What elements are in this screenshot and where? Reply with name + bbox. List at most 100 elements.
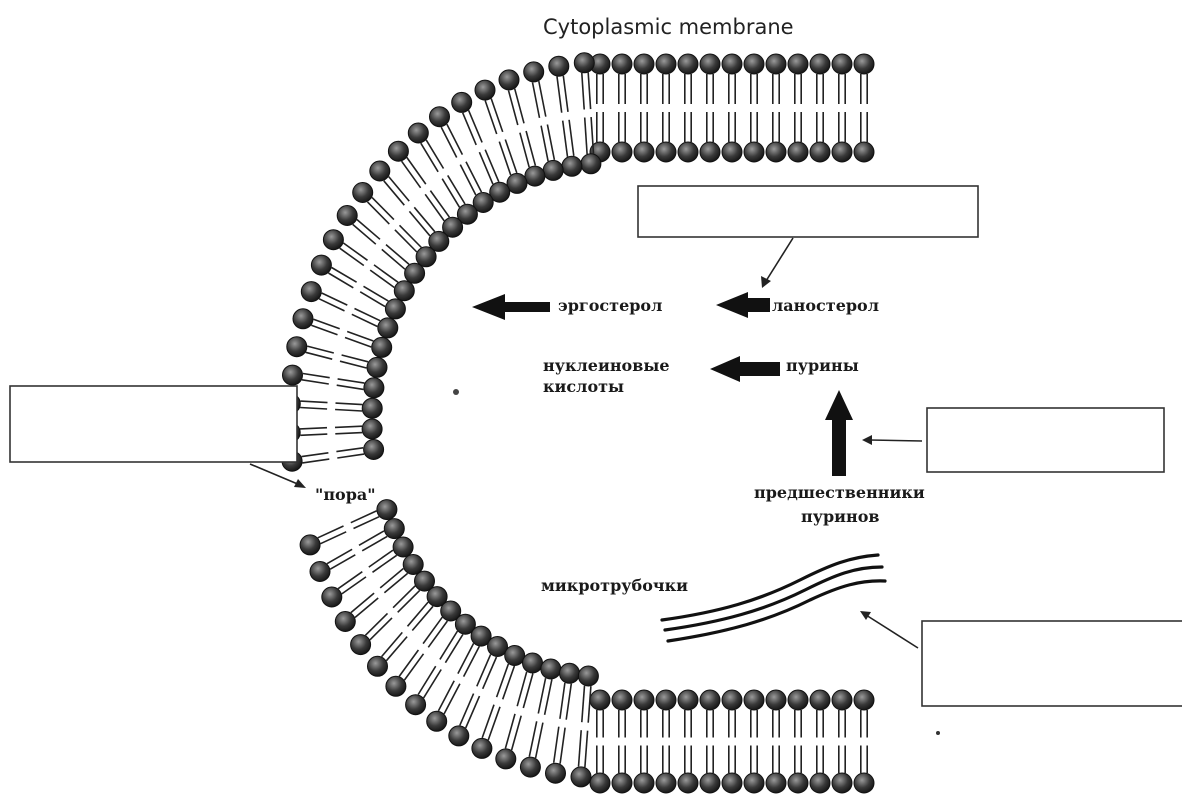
phospholipid-head: [403, 555, 423, 575]
phospholipid-head: [634, 773, 654, 793]
lipid-tail: [365, 613, 387, 635]
phospholipid-head: [310, 562, 330, 582]
lipid-tail: [557, 77, 562, 113]
phospholipid-head: [362, 398, 382, 418]
phospholipid-head: [416, 247, 436, 267]
lipid-tail: [585, 731, 588, 768]
lipid-tail: [485, 150, 499, 182]
lipid-tail: [438, 681, 454, 711]
lipid-tail: [372, 197, 394, 219]
phospholipid-head: [283, 365, 303, 385]
pointer-box1: [761, 238, 793, 288]
phospholipid-head: [612, 54, 632, 74]
phospholipid-head: [656, 690, 676, 710]
phospholipid-head: [744, 54, 764, 74]
lipid-tail: [482, 705, 494, 738]
lipid-tail: [321, 532, 347, 544]
lipid-tail: [538, 678, 545, 713]
lipid-tail: [402, 161, 421, 188]
lipid-tail: [357, 220, 380, 240]
lipid-tail: [342, 355, 369, 362]
phospholipid-head: [388, 141, 408, 161]
phospholipid-head: [543, 160, 563, 180]
phospholipid-head: [810, 690, 830, 710]
pointer-box3: [862, 435, 922, 445]
speck-mark: [936, 731, 940, 735]
lipid-tail: [370, 618, 392, 640]
lipid-tail: [497, 664, 509, 697]
phospholipid-head: [766, 54, 786, 74]
lipid-tail: [424, 670, 442, 698]
lipid-tail: [306, 352, 333, 359]
lipid-tail: [407, 157, 426, 184]
lipid-tail: [418, 666, 436, 694]
phospholipid-head: [322, 587, 342, 607]
label-purine-precursors-1: предшественники: [754, 483, 925, 502]
phospholipid-head: [430, 107, 450, 127]
lipid-tail: [491, 99, 503, 132]
lipid-tail: [382, 249, 405, 269]
phospholipid-head: [700, 54, 720, 74]
phospholipid-head: [854, 773, 874, 793]
phospholipid-head: [788, 690, 808, 710]
lipid-tail: [582, 686, 585, 723]
phospholipid-head: [810, 142, 830, 162]
lipid-tail: [301, 401, 328, 403]
phospholipid-head: [525, 166, 545, 186]
lipid-tail: [307, 346, 334, 353]
phospholipid-head: [854, 54, 874, 74]
lipid-tail: [302, 380, 329, 384]
arrow-lanosterol-to-ergosterol: [716, 292, 770, 318]
label-ergosterol: эргостерол: [558, 296, 662, 315]
lipid-tail: [533, 82, 540, 118]
lipid-tail: [351, 593, 374, 613]
phospholipid-head: [581, 154, 601, 174]
phospholipid-head: [406, 695, 426, 715]
lipid-tail: [335, 433, 362, 434]
lipid-tail: [322, 293, 348, 305]
phospholipid-head: [766, 690, 786, 710]
phospholipid-head: [364, 378, 384, 398]
phospholipid-head: [377, 500, 397, 520]
phospholipid-head: [541, 659, 561, 679]
lipid-tail: [327, 549, 352, 563]
lipid-tail: [332, 268, 357, 283]
lipid-tail: [359, 531, 384, 545]
phospholipid-head: [574, 53, 594, 73]
phospholipid-head: [612, 142, 632, 162]
lipid-tail: [409, 211, 430, 235]
phospholipid-head: [832, 690, 852, 710]
answer-box-pore[interactable]: [10, 386, 297, 462]
phospholipid-head: [810, 773, 830, 793]
answer-box-purine-synthesis[interactable]: [927, 408, 1164, 472]
phospholipid-head: [323, 230, 343, 250]
lipid-tail: [479, 152, 493, 184]
lipid-tail: [319, 299, 345, 311]
lipid-tail: [354, 517, 380, 529]
lipid-tail: [330, 555, 355, 569]
lipid-tail: [300, 434, 327, 435]
lipid-tail: [539, 81, 546, 117]
lipid-tail: [579, 730, 582, 767]
answer-box-microtubules[interactable]: [922, 621, 1182, 706]
pointer-box4: [860, 611, 918, 648]
lipid-tail: [393, 586, 415, 608]
phospholipid-head: [700, 142, 720, 162]
phospholipid-head: [370, 161, 390, 181]
phospholipid-head: [335, 612, 355, 632]
phospholipid-head: [405, 263, 425, 283]
phospholipid-head: [287, 337, 307, 357]
phospholipid-head: [700, 773, 720, 793]
lipid-tail: [430, 191, 449, 218]
phospholipid-head: [612, 773, 632, 793]
lipid-tail: [373, 555, 397, 572]
lipid-tail: [469, 110, 483, 142]
lipid-tail: [447, 124, 463, 154]
lipid-tail: [400, 225, 422, 247]
lipid-tail: [440, 631, 458, 659]
answer-box-ergosterol-synthesis[interactable]: [638, 186, 978, 237]
lipid-tail: [355, 598, 378, 618]
lipid-tail: [318, 526, 344, 538]
lipid-tail: [328, 273, 353, 288]
